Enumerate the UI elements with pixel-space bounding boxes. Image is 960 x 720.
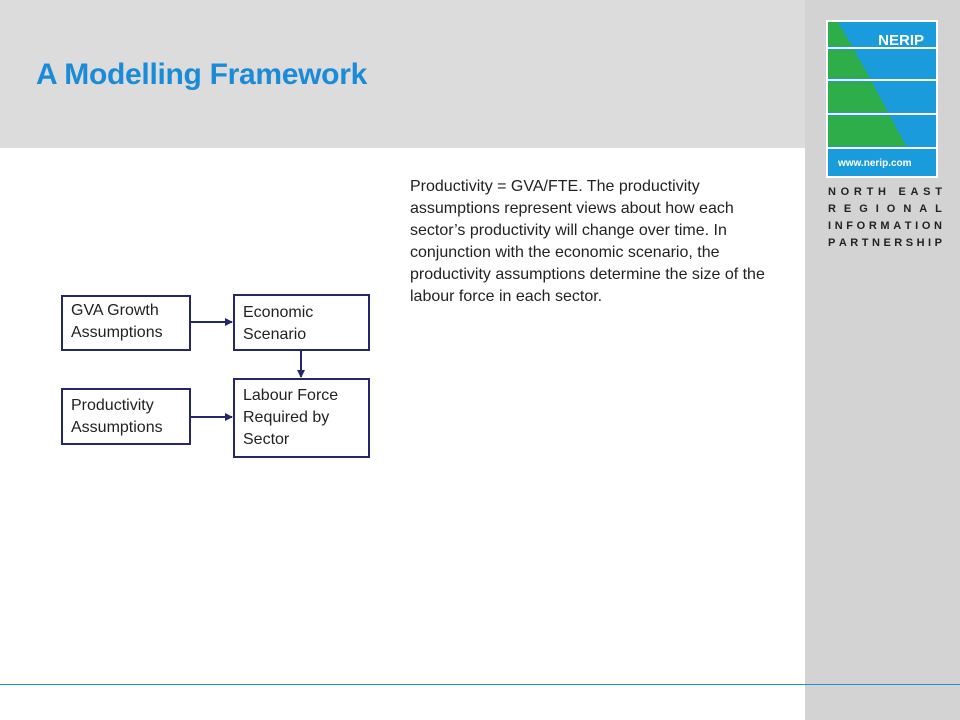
logo-letter: I xyxy=(875,203,879,215)
logo-panel: NERIP www.nerip.com xyxy=(826,20,938,178)
node-label-line: Assumptions xyxy=(71,419,163,436)
logo-letter: N xyxy=(871,237,880,249)
logo-letter: T xyxy=(866,186,874,198)
logo-letter: P xyxy=(828,237,836,249)
node-label-line: GVA Growth xyxy=(71,302,159,319)
node-labour-force-required: Labour Force Required by Sector xyxy=(233,378,370,458)
logo-letter: E xyxy=(883,237,891,249)
logo-letter: E xyxy=(898,186,906,198)
logo-letter: R xyxy=(894,237,903,249)
node-gva-growth-assumptions: GVA Growth Assumptions xyxy=(61,295,191,351)
logo-letter: I xyxy=(928,237,932,249)
logo-letter: H xyxy=(878,186,886,198)
node-label-line: Sector xyxy=(243,431,290,448)
logo-letter: L xyxy=(935,203,942,215)
logo-url: www.nerip.com xyxy=(838,158,912,169)
logo-letter: R xyxy=(828,203,836,215)
logo-letter: H xyxy=(916,237,925,249)
node-economic-scenario: Economic Scenario xyxy=(233,294,370,351)
node-label-line: Labour Force xyxy=(243,387,339,404)
logo-letter: S xyxy=(905,237,914,249)
node-label-line: Productivity xyxy=(71,397,154,414)
node-label-line: Required by xyxy=(243,409,330,426)
logo-letter: A xyxy=(919,203,928,215)
logo-pyramid-graphic xyxy=(828,22,936,149)
logo-name: NERIP xyxy=(878,32,924,49)
logo-letter: P xyxy=(934,237,942,249)
logo-letter: R xyxy=(868,220,877,232)
logo-letter: O xyxy=(856,220,866,232)
logo-letter: N xyxy=(834,220,843,232)
node-label-line: Assumptions xyxy=(71,324,163,341)
logo-letter: T xyxy=(904,220,912,232)
logo-letter: A xyxy=(838,237,847,249)
logo-letter: N xyxy=(828,186,836,198)
logo-letter: T xyxy=(935,186,942,198)
header-band xyxy=(0,0,805,148)
logo-letter: R xyxy=(850,237,859,249)
logo-letter: O xyxy=(886,203,896,215)
logo-letter: M xyxy=(880,220,890,232)
logo-letter: E xyxy=(843,203,852,215)
logo-letter: O xyxy=(921,220,931,232)
logo-letter: I xyxy=(915,220,919,232)
page-title: A Modelling Framework xyxy=(36,58,367,91)
explanation-text: Productivity = GVA/FTE. The productivity… xyxy=(410,178,765,305)
logo-letter: T xyxy=(861,237,869,249)
logo-letter: I xyxy=(828,220,832,232)
logo-letter: G xyxy=(859,203,868,215)
logo-letter: A xyxy=(910,186,919,198)
logo-letter: O xyxy=(840,186,850,198)
logo-letter: F xyxy=(846,220,853,232)
logo-letter: N xyxy=(934,220,942,232)
bottom-divider xyxy=(0,684,960,685)
logo-letter: R xyxy=(853,186,862,198)
node-label-line: Scenario xyxy=(243,326,307,343)
node-productivity-assumptions: Productivity Assumptions xyxy=(61,388,191,445)
node-label-line: Economic xyxy=(243,304,314,321)
logo-letter: A xyxy=(893,220,902,232)
logo-letter: S xyxy=(923,186,931,198)
logo-letter: N xyxy=(903,203,912,215)
